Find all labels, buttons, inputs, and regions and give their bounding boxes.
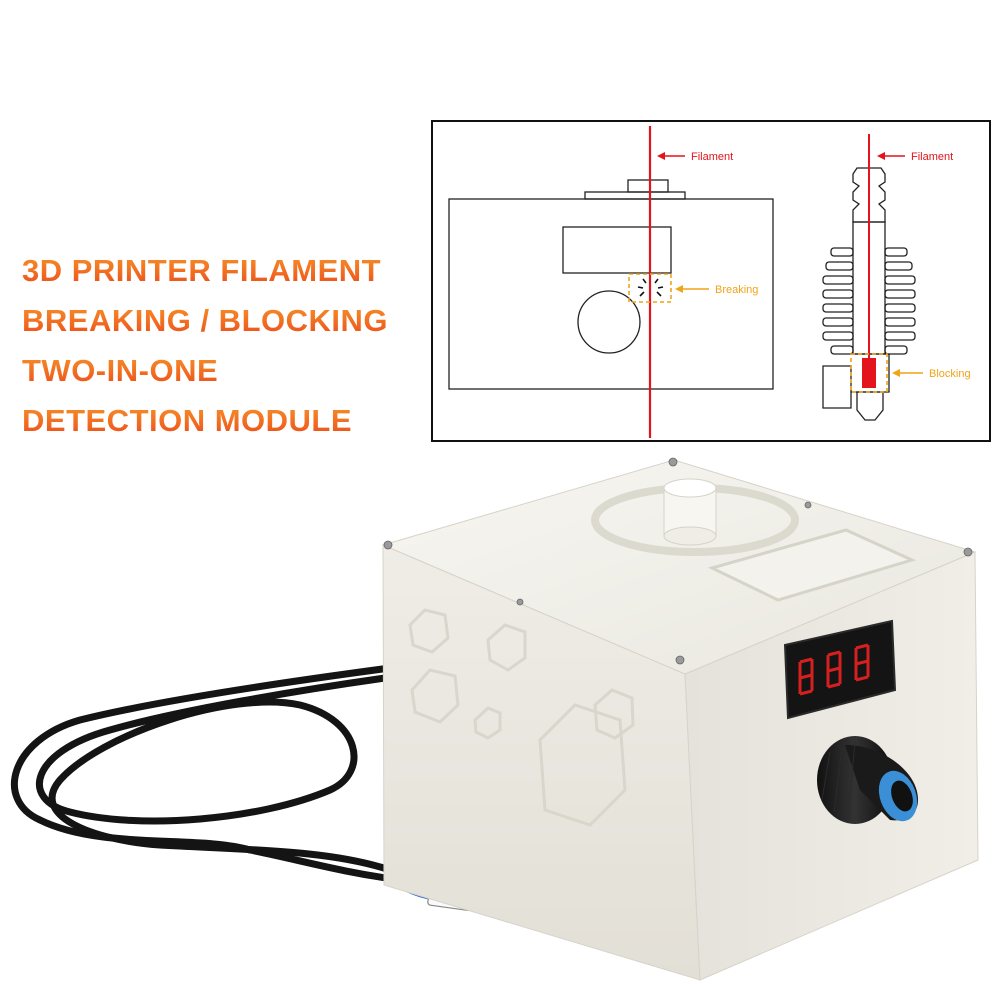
- module-top-plate: [584, 191, 686, 200]
- module-schematic: [448, 179, 774, 390]
- hotend-neck: [852, 167, 886, 223]
- diagram-svg: Filament Breaking: [448, 126, 971, 438]
- headline-line-2: BREAKING / BLOCKING: [22, 296, 422, 346]
- blocking-label: Blocking: [929, 368, 971, 380]
- diagram-panel: Filament Breaking: [431, 120, 991, 442]
- hexagon-pattern: [408, 608, 635, 827]
- headline: 3D PRINTER FILAMENT BREAKING / BLOCKING …: [22, 246, 422, 446]
- breaking-icon: [637, 278, 664, 297]
- device-top-face: [381, 459, 977, 675]
- left-filament-label: Filament: [691, 151, 733, 163]
- hotend-nozzle: [856, 391, 884, 421]
- hotend-heater-block: [822, 365, 852, 409]
- headline-line-1: 3D PRINTER FILAMENT: [22, 246, 422, 296]
- right-filament-arrow: [877, 152, 905, 160]
- sensor-cable: [11, 664, 404, 884]
- filament-inlet-post: [663, 478, 717, 546]
- adjustment-knob: [817, 736, 918, 824]
- screws: [383, 457, 973, 665]
- blocked-filament: [862, 358, 876, 388]
- blocking-arrow: [892, 369, 923, 377]
- display-digits: [798, 643, 870, 696]
- module-roller: [577, 290, 641, 354]
- right-filament-label: Filament: [911, 151, 953, 163]
- product-photo: [11, 457, 979, 981]
- breaking-arrow: [675, 285, 709, 293]
- breaking-highlight-box: [628, 273, 672, 303]
- headline-line-3: TWO-IN-ONE: [22, 346, 422, 396]
- hotend-schematic: [822, 167, 916, 421]
- headline-line-4: DETECTION MODULE: [22, 396, 422, 446]
- breaking-label: Breaking: [715, 284, 758, 296]
- digital-display: [783, 619, 897, 720]
- module-inlet: [627, 179, 669, 193]
- lid-panel: [707, 528, 917, 602]
- module-sensor-block: [562, 226, 672, 274]
- blocking-highlight-box: [850, 353, 888, 393]
- left-filament-arrow: [657, 152, 685, 160]
